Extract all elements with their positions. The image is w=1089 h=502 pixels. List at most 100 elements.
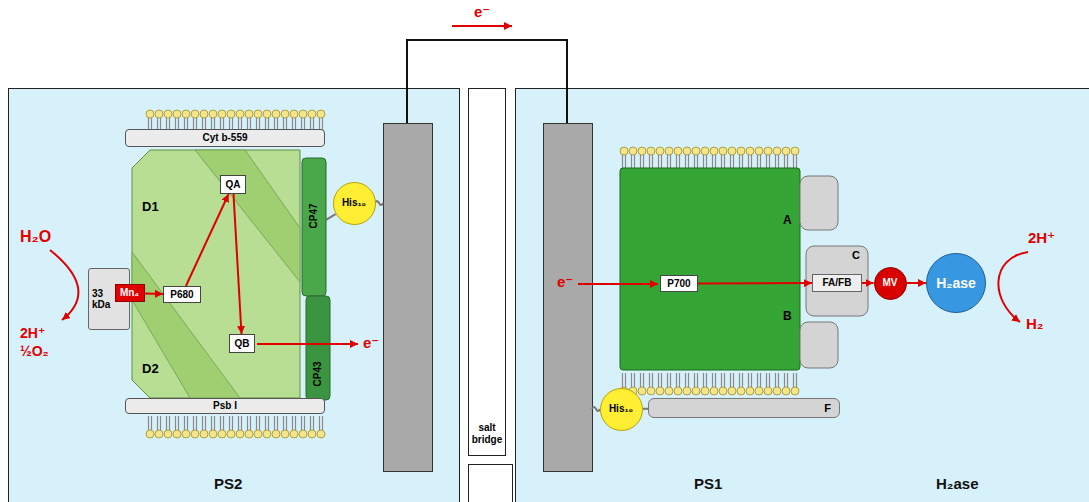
lipid-head: [146, 430, 154, 438]
lipid-head: [308, 110, 316, 118]
lipid-head: [254, 430, 262, 438]
lipid-tail: [274, 416, 275, 430]
node-label: A: [783, 214, 792, 228]
lipid-tail: [301, 416, 302, 430]
his-tag-circle: His₁₀: [333, 182, 376, 225]
lipid-tail: [670, 155, 671, 169]
lipid-tail: [721, 373, 722, 387]
lipid-tail: [769, 155, 770, 169]
lipid-head: [200, 430, 208, 438]
lipid-tail: [760, 373, 761, 387]
lipid-tail: [730, 373, 731, 387]
protein-subunit: D2QB: [132, 282, 292, 398]
lipid-tail: [241, 416, 242, 430]
panel-label: H₂ase: [936, 476, 979, 493]
lipid-head: [236, 110, 244, 118]
lipid-tail: [694, 155, 695, 169]
lipid-tail: [175, 416, 176, 430]
lipid-head: [245, 110, 253, 118]
lipid-tail: [739, 155, 740, 169]
lipid-tail: [238, 416, 239, 430]
node-label: C: [852, 249, 860, 262]
lipid-tail: [787, 373, 788, 387]
node-label: P700: [667, 278, 690, 290]
lipid-tail: [757, 155, 758, 169]
cp43-antenna: [306, 296, 330, 400]
lipid-head: [290, 430, 298, 438]
subunit-c: C FA/FB: [806, 246, 868, 316]
lipid-head: [227, 430, 235, 438]
lipid-head: [692, 147, 700, 155]
electron-label: e⁻: [474, 4, 490, 21]
lipid-tail: [679, 373, 680, 387]
lipid-tail: [259, 416, 260, 430]
lipid-tail: [688, 373, 689, 387]
lipid-tail: [169, 416, 170, 430]
node-label: P680: [170, 289, 193, 301]
lipid-tail: [223, 416, 224, 430]
lipid-head: [245, 430, 253, 438]
lipid-tail: [622, 155, 623, 169]
lipid-head: [647, 147, 655, 155]
ps1-core: [620, 168, 800, 370]
lipid-head: [710, 147, 718, 155]
electron-transfer-arrow: [698, 282, 812, 284]
lipid-tail: [268, 416, 269, 430]
lipid-head: [263, 430, 271, 438]
lipid-head: [227, 110, 235, 118]
lipid-tail: [250, 416, 251, 430]
lipid-head: [782, 387, 790, 395]
cp47-antenna: [302, 158, 326, 296]
lipid-head: [746, 387, 754, 395]
membrane-band: Psb I: [125, 398, 325, 414]
lipid-head: [299, 430, 307, 438]
electron-arrow: [257, 343, 358, 345]
lipid-head: [764, 147, 772, 155]
lipid-head: [656, 147, 664, 155]
lipid-tail: [712, 373, 713, 387]
lipid-tail: [211, 416, 212, 430]
lipid-tail: [757, 373, 758, 387]
subunit: [800, 176, 838, 230]
lipid-head: [791, 147, 799, 155]
lipid-tail: [319, 416, 320, 430]
lipid-tail: [766, 155, 767, 169]
lipid-head: [719, 147, 727, 155]
lipid-head: [728, 387, 736, 395]
reaction-center-box: P700: [660, 275, 698, 292]
lipid-tail: [622, 373, 623, 387]
cofactor-box: QB: [229, 334, 255, 353]
lipid-tail: [652, 373, 653, 387]
lipid-tail: [784, 373, 785, 387]
node-label: MV: [883, 277, 898, 289]
lipid-tail: [160, 416, 161, 430]
node-label: D1: [142, 200, 159, 215]
node-label: Psb I: [213, 400, 237, 412]
lipid-head: [173, 110, 181, 118]
helix-band: [195, 150, 300, 282]
lipid-tail: [715, 373, 716, 387]
lipid-tail: [631, 373, 632, 387]
lipid-head: [191, 110, 199, 118]
lipid-tail: [724, 373, 725, 387]
salt-bridge-foot: [469, 465, 513, 502]
electrode: [544, 124, 593, 472]
antenna-protein: CP43: [306, 296, 330, 400]
iron-sulfur-cluster: FA/FB: [812, 274, 862, 292]
lipid-head: [191, 430, 199, 438]
lipid-head: [209, 110, 217, 118]
lipid-head: [746, 147, 754, 155]
lipid-tail: [676, 155, 677, 169]
node-label: CP43: [312, 361, 324, 386]
node-label: Cyt b-559: [202, 132, 247, 144]
lipid-head: [683, 387, 691, 395]
lipid-head: [290, 110, 298, 118]
lipid-tail: [286, 416, 287, 430]
lipid-head: [281, 430, 289, 438]
lipid-head: [656, 387, 664, 395]
lipid-head: [701, 387, 709, 395]
lipid-tail: [292, 416, 293, 430]
lipid-tail: [775, 373, 776, 387]
product-label: ½O₂: [20, 344, 49, 359]
